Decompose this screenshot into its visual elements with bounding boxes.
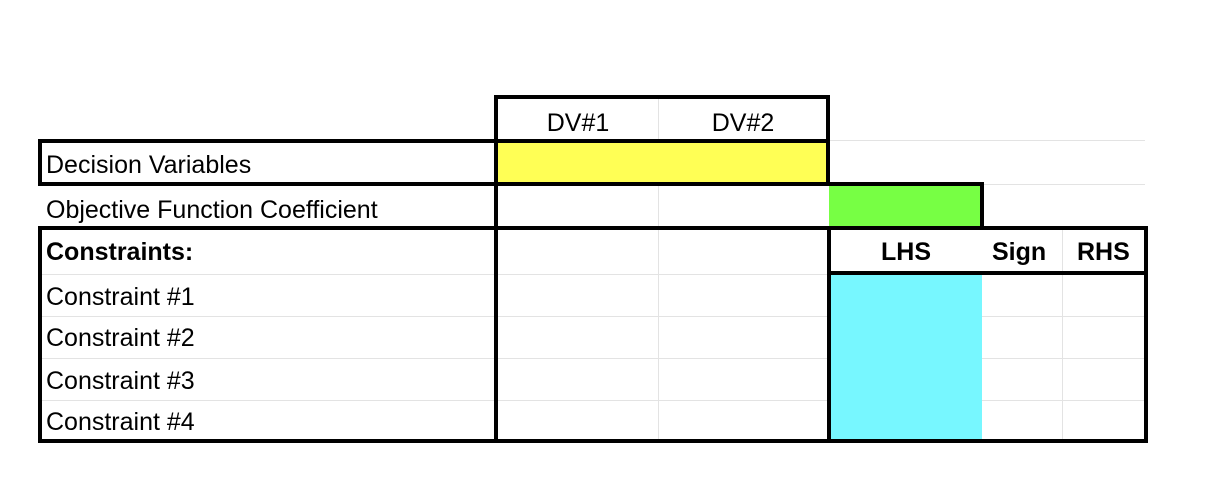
table-border — [494, 139, 498, 186]
gridline — [40, 316, 1145, 317]
gridline — [1062, 228, 1063, 442]
gridline — [40, 358, 1145, 359]
table-border — [38, 139, 42, 186]
decision-variables-cells[interactable] — [497, 143, 827, 184]
table-border — [494, 226, 498, 443]
gridline — [658, 97, 659, 442]
row-label-objective: Objective Function Coefficient — [46, 196, 378, 224]
row-label-constraints: Constraints: — [46, 238, 194, 266]
table-border — [980, 182, 984, 230]
table-border — [38, 226, 42, 443]
table-border — [38, 439, 1148, 443]
header-rhs: RHS — [1077, 238, 1130, 266]
table-border — [38, 139, 830, 143]
constraint-row-label: Constraint #3 — [46, 367, 195, 395]
table-border — [38, 226, 1148, 230]
table-border — [494, 95, 830, 99]
lhs-cells[interactable] — [831, 274, 982, 440]
header-lhs: LHS — [881, 238, 931, 266]
header-dv2: DV#2 — [711, 109, 775, 137]
table-border — [827, 226, 831, 443]
table-border — [494, 182, 498, 230]
objective-value-cell[interactable] — [829, 186, 981, 228]
constraint-row-label: Constraint #4 — [46, 408, 195, 436]
row-label-decision-variables: Decision Variables — [46, 151, 252, 179]
table-border — [38, 182, 830, 186]
table-border — [494, 95, 498, 145]
gridline — [40, 400, 1145, 401]
header-sign: Sign — [992, 238, 1047, 266]
table-border — [1144, 226, 1148, 443]
header-dv1: DV#1 — [546, 109, 610, 137]
gridline — [40, 274, 1145, 275]
table-border — [828, 271, 1148, 275]
constraint-row-label: Constraint #2 — [46, 324, 195, 352]
table-border — [826, 182, 984, 186]
constraint-row-label: Constraint #1 — [46, 283, 195, 311]
